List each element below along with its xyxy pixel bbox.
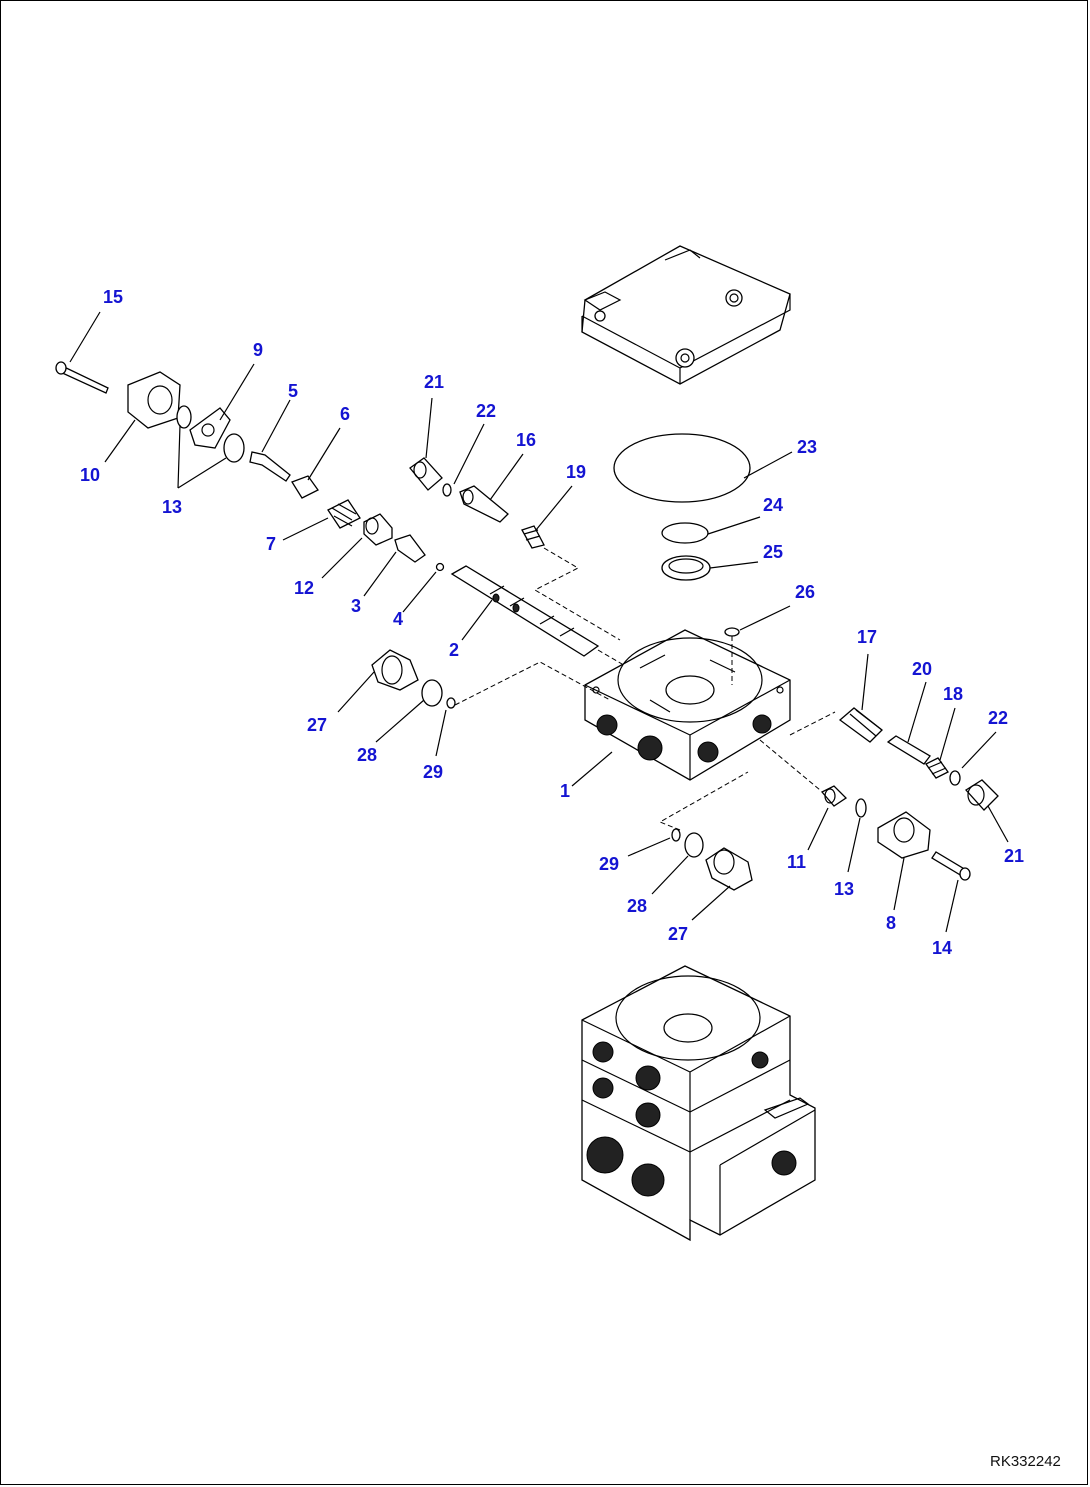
o-ring-28a — [421, 679, 443, 707]
spring-7 — [327, 499, 361, 529]
callout-28b: 28 — [627, 896, 647, 916]
callout-28a: 28 — [357, 745, 377, 765]
o-ring-29a — [446, 697, 456, 709]
callout-17: 17 — [857, 627, 877, 647]
o-ring-28b — [684, 832, 704, 858]
callout-8: 8 — [886, 913, 896, 933]
o-ring-13a — [176, 405, 192, 429]
piston-5 — [249, 451, 291, 482]
callout-27a: 27 — [307, 715, 327, 735]
callout-5: 5 — [288, 381, 298, 401]
ring-25 — [661, 555, 711, 581]
callout-14: 14 — [932, 938, 952, 958]
pin-26 — [724, 627, 740, 637]
plug-27a — [371, 649, 419, 691]
callout-1: 1 — [560, 781, 570, 801]
callout-23: 23 — [797, 437, 817, 457]
callout-26: 26 — [795, 582, 815, 602]
cap-10 — [127, 371, 181, 429]
o-ring-22b — [949, 770, 961, 786]
plug-21b — [964, 779, 999, 811]
callout-25: 25 — [763, 542, 783, 562]
callout-27b: 27 — [668, 924, 688, 944]
o-ring-24 — [661, 522, 709, 544]
spring-19 — [521, 525, 545, 549]
stopper-3 — [394, 534, 426, 563]
callout-12: 12 — [294, 578, 314, 598]
valve-body-1 — [584, 629, 791, 781]
callout-18: 18 — [943, 684, 963, 704]
o-ring-13c — [855, 798, 867, 818]
assembly-lines — [454, 547, 836, 831]
plug-17 — [838, 707, 883, 743]
leader-lines — [69, 311, 1009, 933]
callout-7: 7 — [266, 534, 276, 554]
bolt-15 — [55, 361, 109, 394]
callout-15: 15 — [103, 287, 123, 307]
o-ring-29b — [671, 828, 681, 842]
cover-plate — [581, 245, 791, 385]
valve-16 — [459, 485, 509, 523]
o-ring-23 — [613, 433, 751, 503]
callout-9: 9 — [253, 340, 263, 360]
callout-4: 4 — [393, 609, 403, 629]
callout-24: 24 — [763, 495, 783, 515]
callout-22a: 22 — [476, 401, 496, 421]
callout-20: 20 — [912, 659, 932, 679]
plate-9 — [189, 407, 231, 449]
collar-12 — [363, 513, 393, 546]
drawing-code: RK332242 — [990, 1453, 1061, 1470]
callout-labels: 15 9 5 6 10 13 7 12 3 4 2 21 22 16 19 23… — [80, 287, 1024, 958]
callout-2: 2 — [449, 640, 459, 660]
cap-8 — [877, 811, 931, 859]
callout-13a: 13 — [162, 497, 182, 517]
callout-16: 16 — [516, 430, 536, 450]
callout-22b: 22 — [988, 708, 1008, 728]
callout-19: 19 — [566, 462, 586, 482]
callout-21b: 21 — [1004, 846, 1024, 866]
callout-29b: 29 — [599, 854, 619, 874]
collar-11 — [820, 785, 848, 807]
o-ring-22a — [442, 483, 452, 497]
callout-3: 3 — [351, 596, 361, 616]
spring-18 — [925, 757, 949, 779]
retainer-6 — [291, 475, 319, 499]
bolt-14 — [931, 851, 971, 881]
ball-4 — [435, 562, 445, 572]
callout-6: 6 — [340, 404, 350, 424]
callout-21a: 21 — [424, 372, 444, 392]
plug-21a — [409, 457, 443, 491]
callout-10: 10 — [80, 465, 100, 485]
callout-29a: 29 — [423, 762, 443, 782]
callout-11: 11 — [787, 852, 806, 872]
assembled-valve — [581, 965, 816, 1242]
o-ring-13b — [223, 433, 245, 463]
spool-2 — [450, 565, 600, 657]
plug-27b — [705, 847, 753, 891]
callout-13b: 13 — [834, 879, 854, 899]
piston-20 — [886, 735, 931, 765]
